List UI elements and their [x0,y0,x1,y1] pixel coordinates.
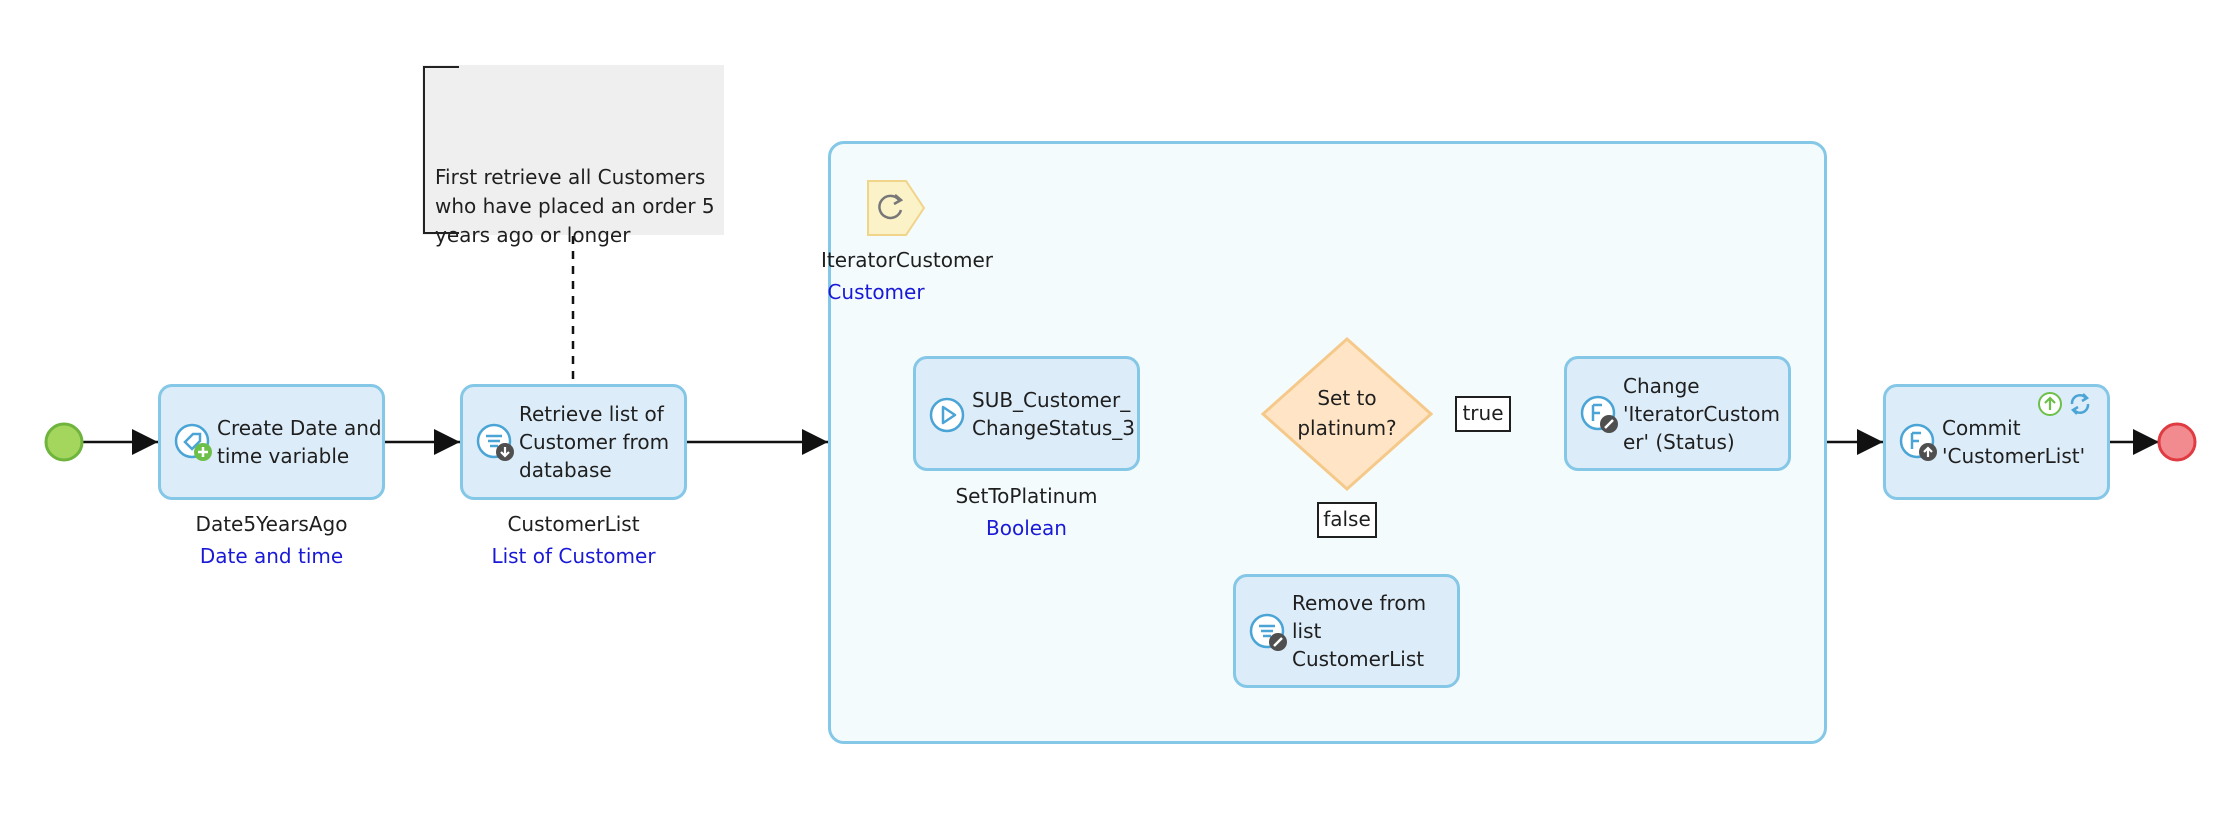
play-icon [929,397,965,433]
activity-change-label: Change 'IteratorCustom er' (Status) [1623,373,1780,454]
activity-create-date-label: Create Date and time variable [217,416,382,468]
decision-set-to-platinum[interactable] [1261,337,1433,491]
sub-var-type: Boolean [986,516,1067,540]
sub-var-name: SetToPlatinum [955,484,1098,508]
loop-iterator-type: Customer [827,280,925,304]
change-list-icon [1249,613,1287,651]
edge-label-false: false [1317,502,1377,538]
retrieve-database-icon [476,423,514,461]
activity-retrieve-label: Retrieve list of Customer from database [519,402,670,482]
change-object-icon [1580,395,1618,433]
activity-commit-label: Commit 'CustomerList' [1942,416,2086,468]
end-event[interactable] [2157,422,2197,462]
activity-sub-customer-change-status[interactable]: SUB_Customer_ ChangeStatus_3 [913,356,1140,471]
activity-create-date-variable[interactable]: Create Date and time variable [158,384,385,500]
activity-change-iterator-customer[interactable]: Change 'IteratorCustom er' (Status) [1564,356,1791,471]
create-date-var-name: Date5YearsAgo [195,512,348,536]
retrieve-var-name: CustomerList [507,512,640,536]
annotation-text: First retrieve all Customers who have pl… [435,165,715,247]
refresh-in-client-icon [2038,392,2062,416]
create-date-var-type: Date and time [199,544,344,568]
activity-remove-from-list[interactable]: Remove from list CustomerList [1233,574,1460,688]
activity-retrieve-customers[interactable]: Retrieve list of Customer from database [460,384,687,500]
with-events-icon [2070,393,2090,415]
activity-sub-label: SUB_Customer_ ChangeStatus_3 [972,387,1136,440]
activity-commit-customer-list[interactable]: Commit 'CustomerList' [1883,384,2110,500]
commit-object-icon [1899,423,1937,461]
edge-label-true: true [1455,396,1511,432]
loop-iterator-name: IteratorCustomer [821,248,993,272]
start-event[interactable] [44,422,84,462]
decision-label: Set to platinum? [1297,386,1397,440]
annotation-note[interactable]: First retrieve all Customers who have pl… [422,65,724,247]
retrieve-var-type: List of Customer [491,544,656,568]
create-variable-icon [174,423,212,461]
loop-icon [867,180,926,236]
activity-remove-label: Remove from list CustomerList [1292,591,1427,671]
note-bracket [423,66,459,234]
